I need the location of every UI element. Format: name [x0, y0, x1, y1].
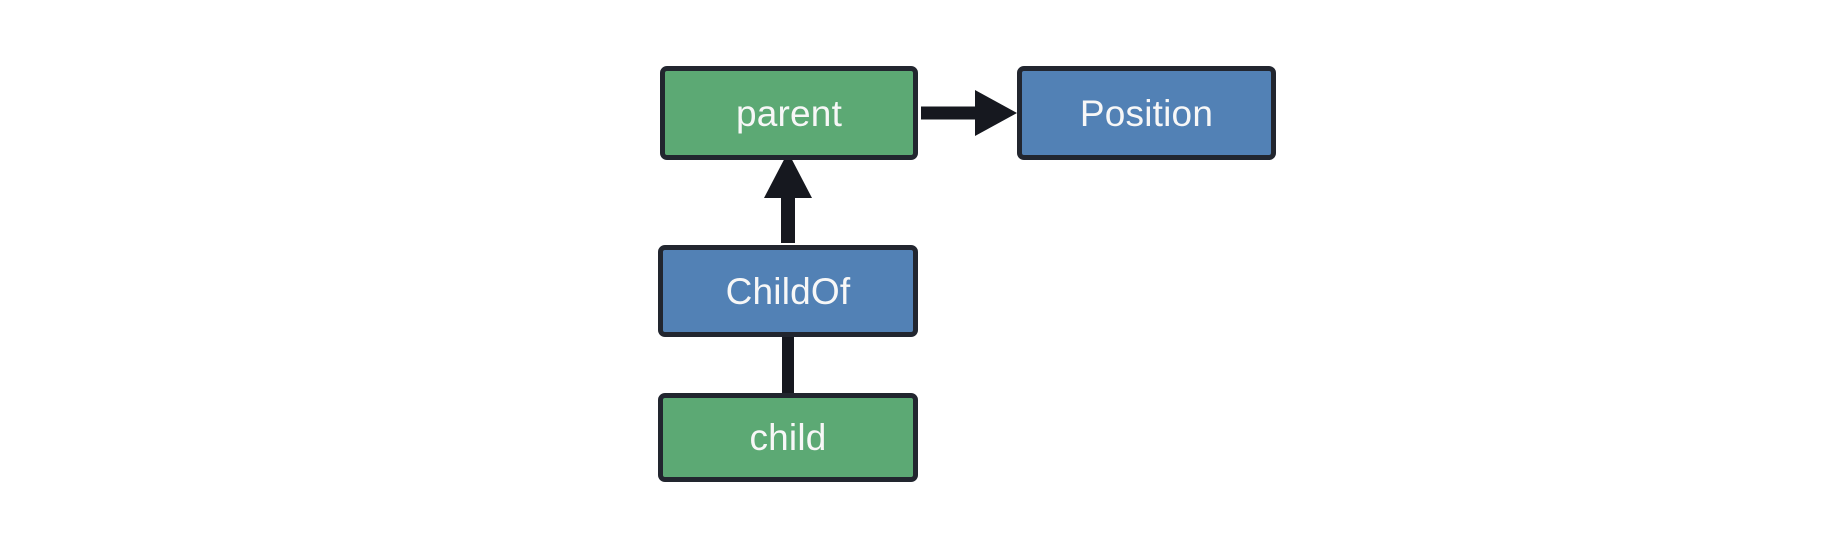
node-position[interactable]: Position: [1017, 66, 1276, 160]
node-parent[interactable]: parent: [660, 66, 918, 160]
node-child-label: child: [749, 417, 827, 458]
node-childof-label: ChildOf: [725, 270, 851, 312]
edge-parent-to-position: [921, 90, 1017, 136]
node-child[interactable]: child: [658, 393, 918, 482]
edge-childof-to-parent: [764, 152, 812, 243]
node-childof[interactable]: ChildOf: [658, 245, 918, 337]
edge-childof-to-parent-arrowhead: [764, 152, 812, 198]
node-position-label: Position: [1079, 92, 1214, 134]
edge-parent-to-position-arrowhead: [975, 90, 1017, 136]
node-parent-label: parent: [735, 92, 843, 134]
